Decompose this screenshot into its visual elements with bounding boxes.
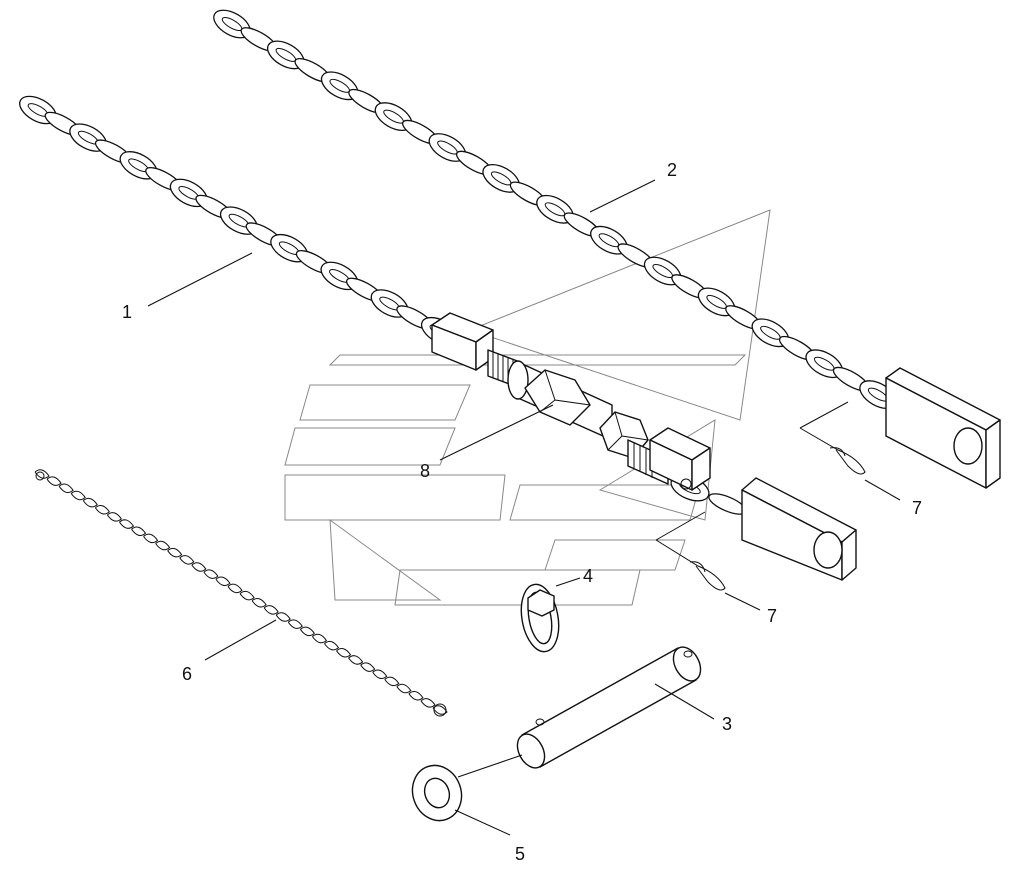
wire-twist: [106, 512, 123, 522]
callout-labels: 1 2 3 4 5 6 7 7 8: [122, 160, 922, 864]
wire-twist: [360, 662, 376, 672]
wire-twist: [131, 526, 147, 536]
callout-2: 2: [667, 160, 677, 180]
leader-8: [439, 404, 554, 461]
hair-pin-clip-upper: [799, 401, 866, 475]
linch-pin: [520, 583, 560, 653]
wire-twist: [348, 655, 364, 665]
chain-2: [213, 9, 924, 423]
wire-twist: [82, 497, 98, 508]
wire-twist: [58, 483, 74, 494]
leader-7-lower: [724, 592, 761, 611]
wire-twist: [420, 698, 436, 708]
wire-twist: [215, 576, 231, 587]
wire-twist: [155, 540, 171, 551]
callout-3: 3: [722, 714, 732, 734]
wire-end-loop: [35, 471, 45, 481]
wire-twist: [408, 690, 424, 701]
wire-twist: [263, 605, 279, 615]
wire-twist: [191, 562, 207, 572]
wire-twist: [70, 490, 86, 501]
turnbuckle-assembly: [431, 312, 711, 491]
wire-twist: [432, 705, 448, 715]
wire-twist: [119, 519, 135, 529]
wire-twist: [311, 633, 328, 644]
wire-twist: [143, 533, 159, 544]
clevis-pin: [516, 646, 702, 769]
wire-twist: [275, 612, 291, 622]
wire-twist: [167, 547, 183, 558]
wire-twist: [239, 590, 255, 601]
wire-twist: [299, 626, 316, 637]
wire-twist: [287, 619, 303, 629]
wire-end-loop: [433, 703, 447, 717]
chain-1-end-plate: [741, 477, 857, 581]
leader-7-upper: [864, 479, 901, 501]
leader-2: [589, 179, 656, 213]
wire-twist: [227, 583, 243, 594]
wire-twist: [384, 676, 400, 687]
leader-5-pin: [457, 754, 523, 778]
leader-3: [654, 683, 715, 720]
wire-twist: [94, 505, 110, 515]
leader-6: [204, 619, 277, 661]
hair-pin-clip-lower: [655, 511, 726, 591]
twisted-wire-chain: [34, 469, 448, 717]
callout-6: 6: [182, 664, 192, 684]
wire-twist: [336, 648, 352, 658]
chain-2-end-plate: [885, 367, 1001, 489]
callout-7-lower: 7: [767, 606, 777, 626]
leader-1: [147, 252, 253, 307]
wire-twist: [203, 569, 219, 579]
leader-4: [555, 577, 581, 587]
leader-lines: [147, 179, 901, 836]
watermark-logo: [284, 209, 771, 606]
callout-1: 1: [122, 302, 132, 322]
wire-twist: [34, 469, 50, 479]
wire-twist: [179, 555, 195, 565]
wire-twist: [372, 669, 388, 679]
callout-5: 5: [515, 844, 525, 864]
wire-twist: [46, 476, 62, 486]
wire-twist: [396, 683, 412, 694]
callout-8: 8: [420, 461, 430, 481]
callout-4: 4: [583, 566, 593, 586]
wire-twist: [324, 640, 340, 651]
callout-7-upper: 7: [912, 498, 922, 518]
leader-5: [454, 809, 511, 836]
washer: [411, 764, 463, 822]
wire-twist: [251, 597, 267, 608]
